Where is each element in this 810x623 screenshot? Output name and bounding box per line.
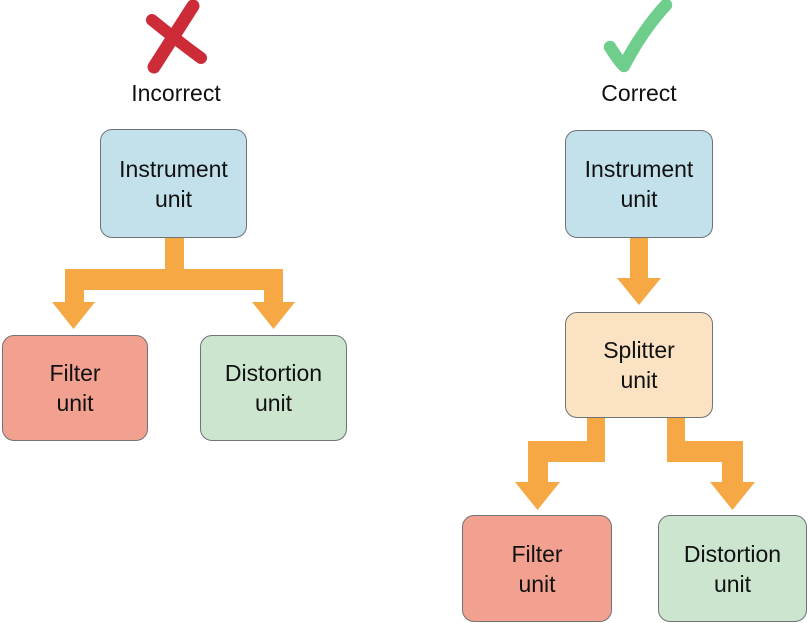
x-mark-icon xyxy=(146,0,207,74)
correct-heading: Correct xyxy=(601,80,677,106)
distortion-unit-label: Distortion unit xyxy=(683,540,782,597)
check-mark-icon xyxy=(603,0,673,73)
splitter-unit-node-correct: Splitter unit xyxy=(565,312,713,418)
filter-unit-node-correct: Filter unit xyxy=(462,515,612,622)
distortion-unit-node-incorrect: Distortion unit xyxy=(200,335,347,441)
instrument-unit-node-incorrect: Instrument unit xyxy=(100,129,247,238)
instrument-unit-node-correct: Instrument unit xyxy=(565,130,713,238)
down-arrow-correct xyxy=(617,238,661,305)
filter-unit-label: Filter unit xyxy=(511,540,563,597)
distortion-unit-label: Distortion unit xyxy=(224,360,323,416)
filter-unit-node-incorrect: Filter unit xyxy=(2,335,148,441)
instrument-unit-label: Instrument unit xyxy=(584,156,694,212)
splitter-unit-label: Splitter unit xyxy=(603,337,675,393)
instrument-unit-label: Instrument unit xyxy=(119,155,228,212)
distortion-unit-node-correct: Distortion unit xyxy=(658,515,807,622)
right-elbow-arrow-correct xyxy=(667,418,755,510)
filter-unit-label: Filter unit xyxy=(49,360,101,416)
branch-arrow-incorrect xyxy=(52,238,295,329)
incorrect-heading: Incorrect xyxy=(131,80,221,106)
left-elbow-arrow-correct xyxy=(515,418,605,510)
